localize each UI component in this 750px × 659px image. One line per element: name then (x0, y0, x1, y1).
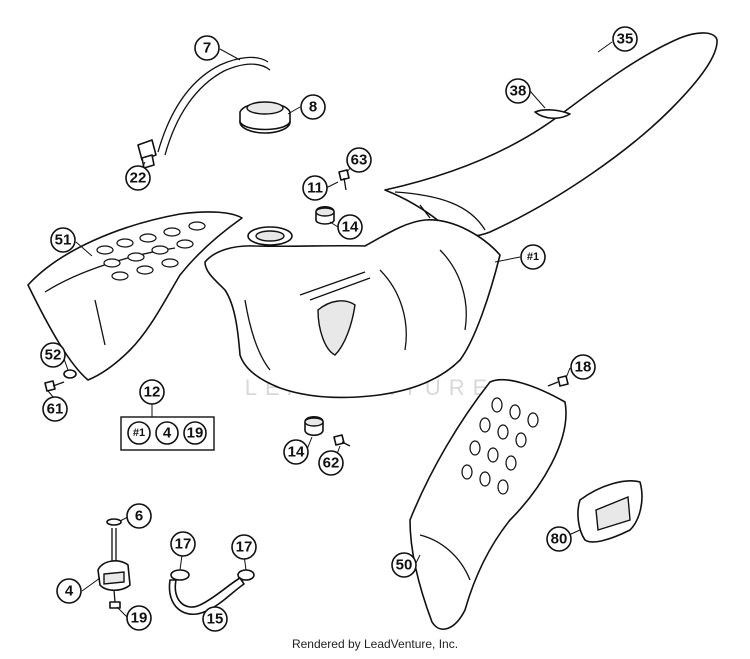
svg-text:80: 80 (551, 531, 568, 548)
fuel-hose (157, 56, 269, 153)
callout-6: 6 (126, 503, 152, 529)
o-ring (106, 518, 122, 526)
svg-text:11: 11 (307, 180, 323, 197)
callout-19: 19 (126, 605, 152, 631)
callout-50: 50 (391, 552, 417, 578)
right-shroud (409, 378, 567, 630)
callout-22: 22 (125, 165, 151, 191)
footer-credit: Rendered by LeadVenture, Inc. (291, 637, 459, 651)
callout-18: 18 (570, 354, 596, 380)
fuel-tank (204, 219, 501, 399)
callout-52: 52 (40, 342, 66, 368)
callout-15: 15 (202, 606, 228, 632)
fuel-tap (97, 528, 131, 609)
kit-item-3: 19 (187, 425, 204, 442)
screw-62 (333, 434, 351, 447)
svg-text:15: 15 (207, 611, 224, 628)
callout-14-upper: 14 (337, 214, 363, 240)
kit-item-2: 4 (163, 425, 172, 442)
svg-text:6: 6 (135, 508, 143, 525)
screw-18 (547, 375, 569, 387)
kit-item-1: #1 (133, 427, 145, 439)
svg-text:17: 17 (175, 536, 192, 553)
svg-text:7: 7 (203, 40, 211, 57)
rubber-bushing-lower (304, 415, 324, 437)
decal (577, 480, 643, 543)
svg-text:50: 50 (396, 557, 413, 574)
seat (384, 32, 718, 237)
screw-61 (44, 369, 77, 392)
svg-text:4: 4 (65, 583, 74, 600)
svg-text:14: 14 (288, 444, 305, 461)
svg-text:12: 12 (144, 384, 161, 401)
svg-text:38: 38 (510, 83, 527, 100)
callout-51: 51 (50, 227, 76, 253)
left-shroud (27, 211, 243, 381)
callout-63: 63 (346, 147, 372, 173)
svg-text:35: 35 (617, 31, 634, 48)
callout-7: 7 (194, 35, 220, 61)
svg-text:52: 52 (45, 347, 62, 364)
svg-text:#1: #1 (527, 251, 539, 263)
callout-80: 80 (546, 526, 572, 552)
svg-text:17: 17 (236, 539, 253, 556)
vent-valve (137, 139, 157, 169)
fuel-line-hose (168, 577, 245, 615)
svg-text:51: 51 (55, 232, 72, 249)
kit-item-2-circle (155, 421, 179, 445)
fuel-cap (239, 101, 291, 134)
svg-text:61: 61 (47, 401, 64, 418)
callout-38: 38 (505, 78, 531, 104)
svg-text:62: 62 (323, 455, 340, 472)
kit-box: #1 4 19 (120, 416, 215, 451)
svg-text:19: 19 (131, 610, 148, 627)
rubber-bushing-upper (315, 205, 335, 225)
svg-text:63: 63 (351, 152, 368, 169)
callout-14-lower: 14 (283, 439, 309, 465)
svg-text:22: 22 (130, 170, 147, 187)
fuel-hose-outline (164, 63, 271, 156)
callout-17-right: 17 (231, 534, 257, 560)
callout-17-left: 17 (170, 531, 196, 557)
callout-62: 62 (318, 450, 344, 476)
callout-12: 12 (139, 379, 165, 405)
kit-item-3-circle (183, 421, 207, 445)
callout-11: 11 (302, 175, 328, 201)
svg-text:18: 18 (575, 359, 592, 376)
callout-8: 8 (300, 94, 326, 120)
callout-35: 35 (612, 26, 638, 52)
callout-61: 61 (42, 396, 68, 422)
hose-clamps (170, 569, 255, 581)
bolt-63 (338, 169, 350, 191)
svg-text:8: 8 (309, 99, 317, 116)
callout-4: 4 (56, 578, 82, 604)
callout-tank-1: #1 (520, 244, 546, 270)
svg-text:14: 14 (342, 219, 359, 236)
kit-item-1-circle (127, 421, 151, 445)
